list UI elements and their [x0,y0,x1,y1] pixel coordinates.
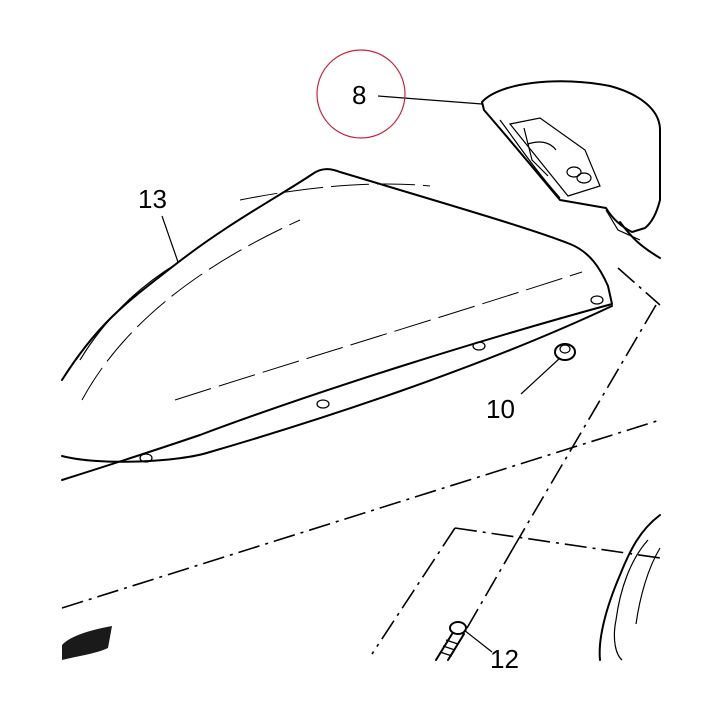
windscreen [61,168,613,481]
mounting-holes [139,295,604,463]
leader-lines [161,95,561,653]
trim-piece [62,626,112,660]
screw [435,621,467,661]
grommet [554,343,576,361]
bracket-fragment [598,514,661,661]
callout-10: 10 [486,394,515,424]
callout-12: 12 [490,644,519,674]
callout-13: 13 [138,184,167,214]
highlight-circle [316,49,406,139]
callout-8: 8 [352,80,366,110]
mirror-assembly [481,80,661,259]
